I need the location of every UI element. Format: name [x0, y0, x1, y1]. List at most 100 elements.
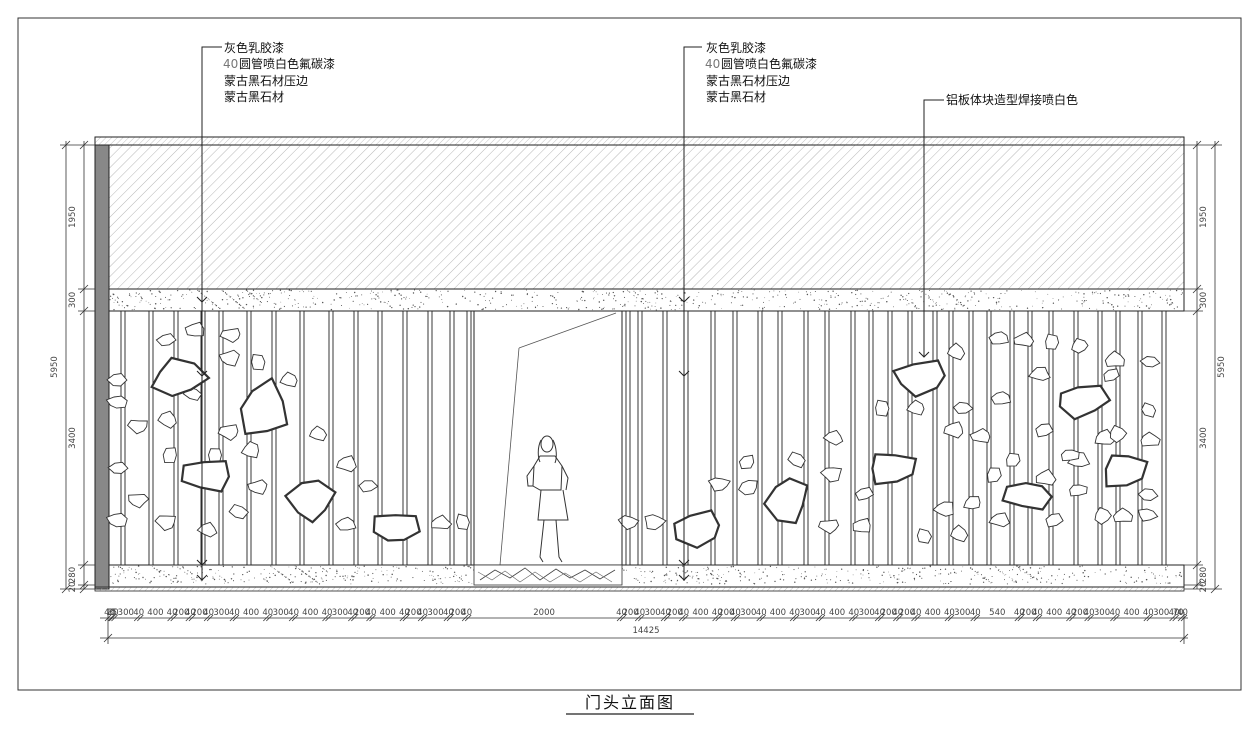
stone-speckle-dot — [633, 295, 635, 297]
stone-speckle-dot — [533, 291, 535, 293]
stone-speckle-dot — [289, 582, 292, 584]
stone-speckle-dot — [980, 574, 983, 576]
stone-speckle-dot — [183, 298, 185, 299]
stone-speckle-dot — [664, 579, 666, 581]
stone-speckle-dot — [1114, 294, 1116, 296]
stone-speckle-dot — [675, 295, 677, 297]
stone-speckle-dot — [762, 309, 764, 311]
stone-speckle-dot — [627, 290, 629, 292]
stone-speckle-dot — [214, 304, 216, 306]
stone-speckle-dot — [268, 293, 270, 295]
stone-speckle-dot — [967, 300, 969, 302]
stone-speckle-dot — [836, 576, 837, 578]
dim-tick — [1172, 614, 1179, 622]
stone-speckle-dot — [557, 292, 559, 293]
stone-speckle-dot — [463, 565, 465, 567]
stone-speckle-dot — [1158, 574, 1160, 576]
stone-speckle-dot — [1016, 565, 1018, 567]
stone-speckle-dot — [231, 566, 233, 568]
stone-speckle-dot — [189, 571, 192, 573]
round-pipe — [637, 310, 643, 566]
stone-speckle-dot — [689, 575, 691, 577]
stone-speckle-dot — [386, 574, 388, 576]
stone-speckle-dot — [623, 569, 625, 571]
stone-speckle-dot — [295, 566, 297, 568]
stone-speckle-dot — [1083, 301, 1085, 303]
stone-speckle-dot — [697, 578, 699, 580]
stone-speckle-dot — [730, 566, 733, 568]
small-rock-block — [358, 480, 379, 493]
stone-speckle-dot — [1169, 298, 1172, 301]
stone-speckle-dot — [1141, 581, 1143, 583]
stone-speckle-dot — [566, 307, 568, 309]
stone-speckle-dot — [881, 574, 883, 576]
stone-speckle-dot — [762, 301, 765, 303]
stone-speckle-dot — [240, 579, 242, 581]
stone-speckle-dot — [323, 568, 325, 570]
stone-speckle-dot — [300, 581, 302, 583]
stone-speckle-dot — [272, 573, 274, 574]
stone-speckle-dot — [1130, 576, 1132, 579]
stone-speckle-dot — [985, 293, 987, 295]
dim-tick — [1087, 614, 1094, 622]
stone-speckle-dot — [955, 303, 957, 305]
stone-speckle-dot — [799, 298, 801, 300]
stone-speckle-dot — [717, 578, 719, 580]
stone-speckle-dot — [279, 289, 282, 291]
stone-speckle-dot — [783, 306, 785, 308]
stone-speckle-dot — [929, 566, 931, 568]
stone-speckle-dot — [1036, 577, 1038, 579]
stone-speckle-dot — [398, 289, 400, 291]
stone-speckle-dot — [303, 306, 304, 308]
stone-speckle-dot — [965, 295, 967, 297]
stone-speckle-dot — [280, 292, 282, 294]
stone-speckle-dot — [179, 307, 181, 310]
stone-speckle-dot — [1037, 571, 1039, 573]
stone-speckle-dot — [516, 305, 517, 307]
sheet-border — [17, 17, 1242, 691]
stone-speckle-dot — [117, 579, 119, 581]
stone-speckle-dot — [164, 296, 167, 298]
dim-segment-label: 40 — [1032, 608, 1043, 618]
stone-speckle-dot — [684, 292, 686, 294]
stone-speckle-dot — [432, 579, 434, 582]
small-rock-block — [217, 424, 239, 442]
stone-speckle-dot — [862, 569, 864, 572]
stone-speckle-dot — [345, 291, 347, 293]
stone-speckle-dot — [449, 577, 451, 578]
stone-speckle-dot — [390, 576, 392, 578]
stone-speckle-dot — [928, 297, 930, 299]
stone-speckle-dot — [320, 577, 322, 579]
dim-tick — [1066, 614, 1073, 622]
stone-speckle-dot — [1112, 308, 1114, 310]
stone-speckle-dot — [375, 569, 377, 571]
round-pipe — [148, 310, 154, 566]
stone-speckle-dot — [1015, 580, 1017, 582]
stone-speckle-dot — [728, 571, 730, 573]
dim-segment-label: 40 — [712, 608, 723, 618]
small-rock-block — [1137, 488, 1159, 501]
stone-speckle-dot — [455, 303, 457, 305]
stone-speckle-dot — [753, 289, 755, 291]
stone-speckle-dot — [349, 579, 352, 581]
stone-speckle-dot — [109, 299, 111, 301]
dim-tick — [203, 614, 211, 622]
stone-speckle-dot — [219, 575, 221, 577]
stone-speckle-dot — [382, 291, 383, 293]
stone-speckle-dot — [901, 581, 904, 583]
stone-speckle-dot — [523, 303, 525, 305]
stone-speckle-dot — [232, 298, 233, 300]
stone-speckle-dot — [766, 575, 768, 577]
stone-speckle-dot — [117, 566, 120, 568]
stone-speckle-dot — [1176, 306, 1179, 308]
stone-speckle-dot — [1025, 572, 1027, 574]
stone-speckle-dot — [821, 573, 823, 575]
stone-speckle-dot — [344, 579, 346, 581]
stone-speckle-dot — [723, 573, 724, 575]
stone-speckle-dot — [928, 289, 931, 292]
stone-speckle-dot — [999, 308, 1001, 310]
stone-speckle-dot — [712, 574, 714, 576]
stone-speckle-dot — [1057, 575, 1058, 577]
stone-speckle-dot — [423, 303, 425, 305]
